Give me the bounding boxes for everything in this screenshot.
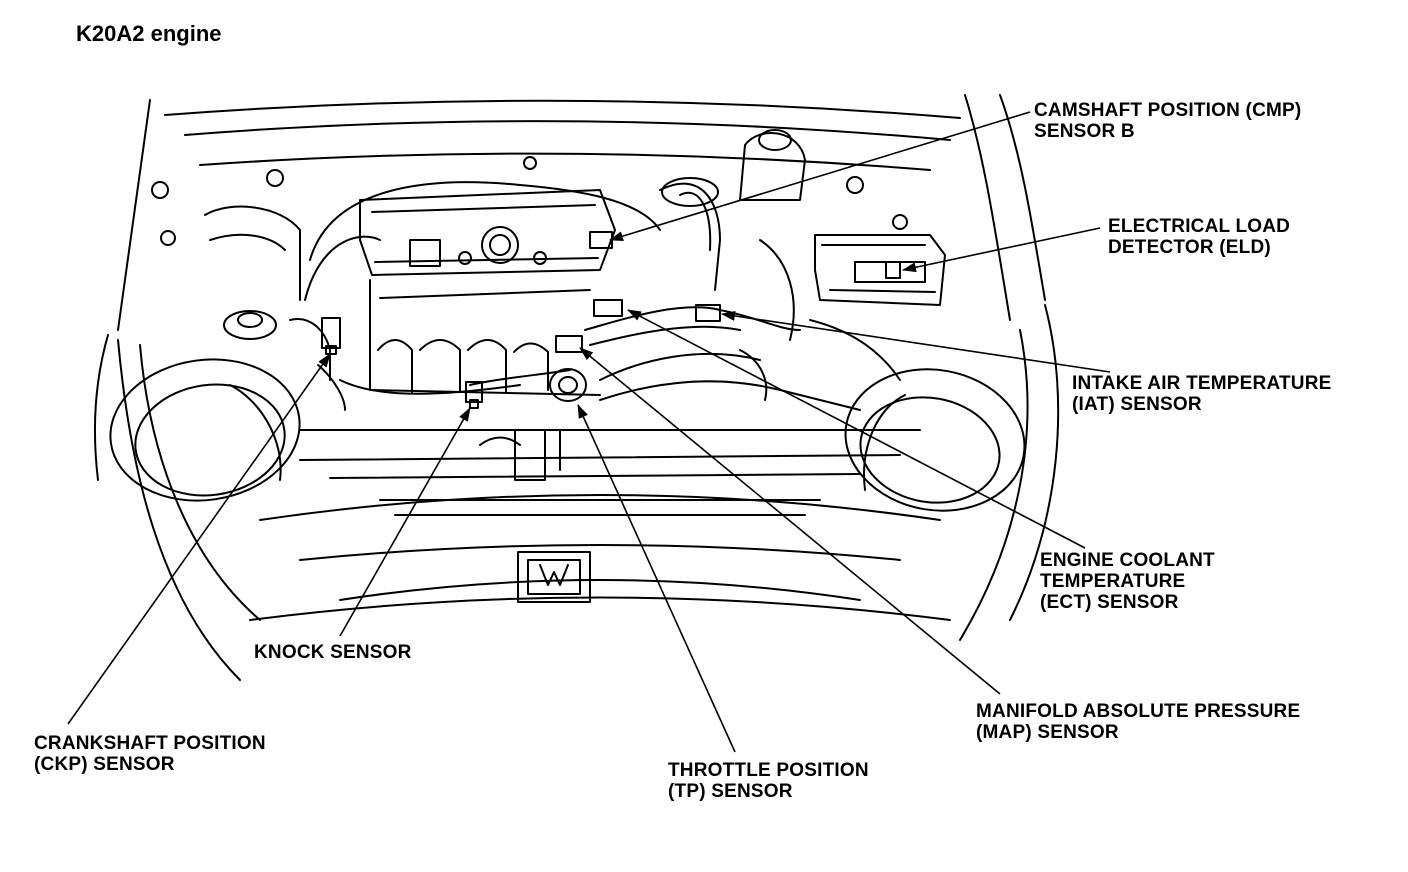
ckp-label-line2: (CKP) SENSOR <box>34 754 175 775</box>
tp-label-line1: THROTTLE POSITION <box>668 760 869 781</box>
cmp-label-line1: CAMSHAFT POSITION (CMP) <box>1034 100 1302 121</box>
knock-leader <box>339 407 471 637</box>
iat-label-line2: (IAT) SENSOR <box>1072 394 1202 415</box>
knock-label-line1: KNOCK SENSOR <box>254 642 412 663</box>
car-body-outline <box>94 94 1060 681</box>
ckp-label-line1: CRANKSHAFT POSITION <box>34 733 266 754</box>
tp-leader <box>577 404 736 753</box>
iat-leader <box>721 310 1111 373</box>
iat-sensor-label: INTAKE AIR TEMPERATURE (IAT) SENSOR <box>1072 373 1332 415</box>
map-sensor-label: MANIFOLD ABSOLUTE PRESSURE (MAP) SENSOR <box>976 701 1300 743</box>
tp-sensor-label: THROTTLE POSITION (TP) SENSOR <box>668 760 869 802</box>
iat-label-line1: INTAKE AIR TEMPERATURE <box>1072 373 1332 394</box>
eld-leader <box>902 227 1101 273</box>
ect-label-line1: ENGINE COOLANT <box>1040 550 1215 571</box>
eld-label-line2: DETECTOR (ELD) <box>1108 237 1271 258</box>
ckp-leader <box>67 353 331 725</box>
cmp-sensor-label: CAMSHAFT POSITION (CMP) SENSOR B <box>1034 100 1301 142</box>
map-label-line2: (MAP) SENSOR <box>976 722 1119 743</box>
eld-label-line1: ELECTRICAL LOAD <box>1108 216 1291 237</box>
knock-sensor-label: KNOCK SENSOR <box>254 642 412 663</box>
ect-label-line3: (ECT) SENSOR <box>1040 592 1179 613</box>
engine-components <box>151 129 946 411</box>
map-leader <box>579 347 1001 695</box>
ect-sensor-label: ENGINE COOLANT TEMPERATURE (ECT) SENSOR <box>1040 550 1215 613</box>
eld-label: ELECTRICAL LOAD DETECTOR (ELD) <box>1108 216 1290 258</box>
tp-label-line2: (TP) SENSOR <box>668 781 793 802</box>
ckp-sensor-label: CRANKSHAFT POSITION (CKP) SENSOR <box>34 733 266 775</box>
page-title: K20A2 engine <box>76 21 222 46</box>
cmp-leader <box>609 111 1031 241</box>
ect-leader <box>627 309 1086 549</box>
map-label-line1: MANIFOLD ABSOLUTE PRESSURE <box>976 701 1301 722</box>
callout-leaders <box>67 111 1111 753</box>
cmp-label-line2: SENSOR B <box>1034 121 1135 142</box>
ect-label-line2: TEMPERATURE <box>1040 571 1186 592</box>
